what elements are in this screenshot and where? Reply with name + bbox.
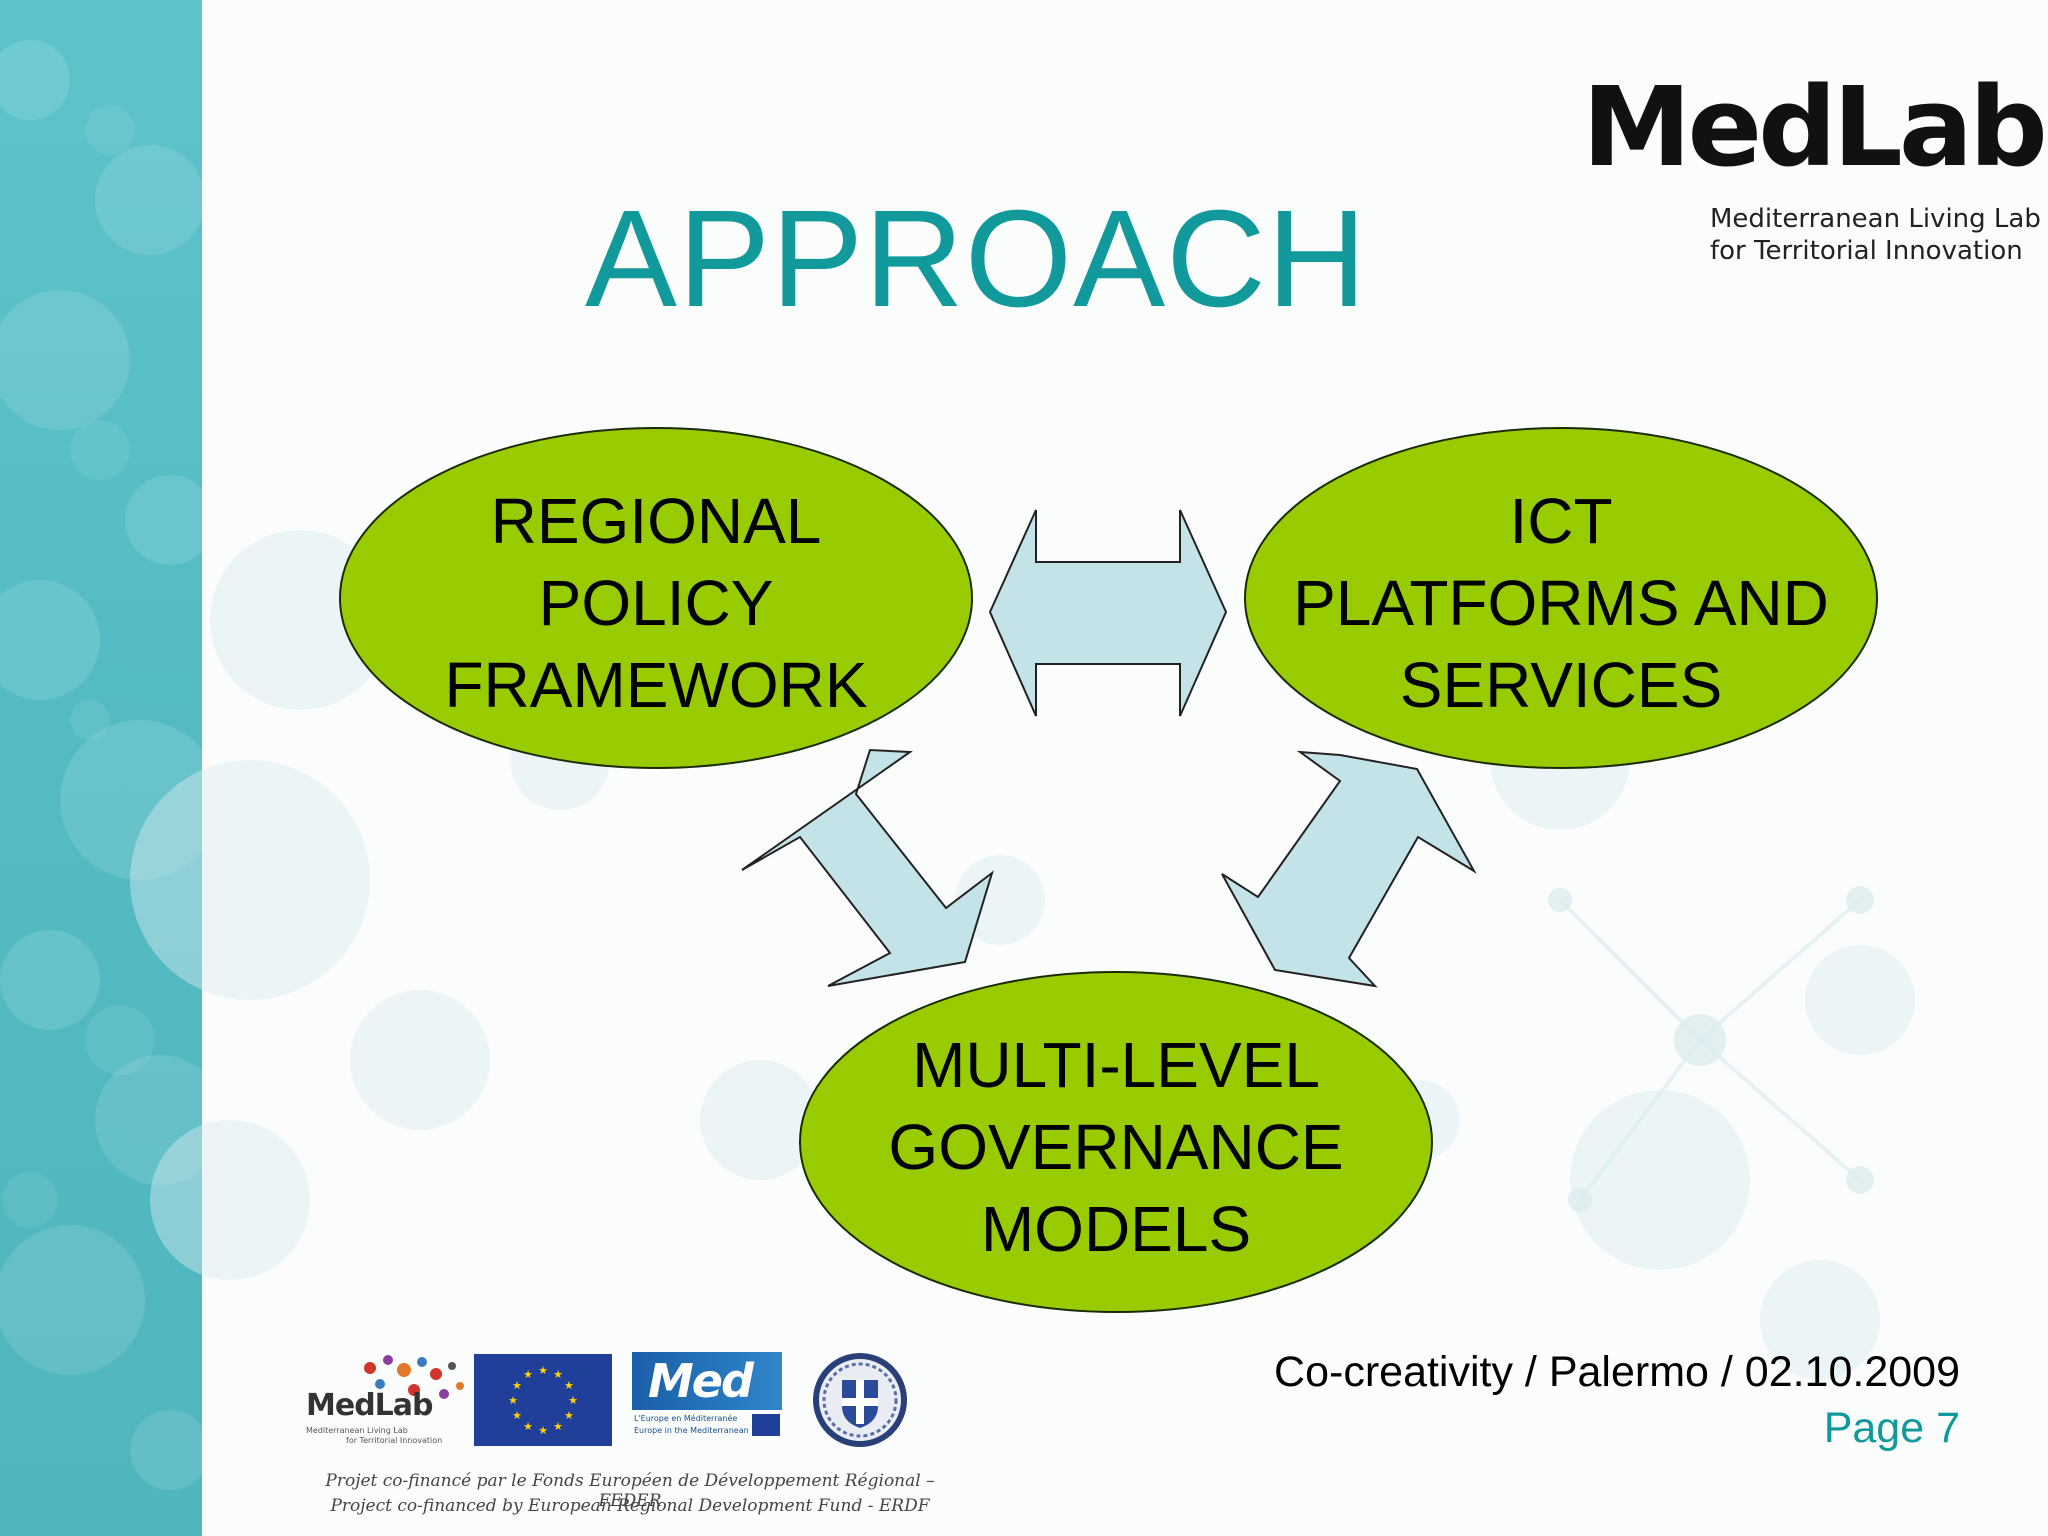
footer-page-number: Page 7 (1823, 1404, 1960, 1452)
node-governance-line1: MULTI-LEVEL (912, 1029, 1320, 1101)
side-strip (0, 0, 202, 1536)
side-strip-bokeh (0, 40, 202, 1490)
medlab-logo-subtitle-line1: Mediterranean Living Lab (1710, 204, 2041, 234)
greek-emblem-logo (810, 1350, 910, 1450)
greek-emblem-icon (813, 1353, 907, 1447)
double-arrow-regional-ict (988, 509, 1228, 717)
footer-medlab-sub2: for Territorial Innovation (346, 1436, 443, 1445)
double-arrow-ict-governance (1221, 750, 1477, 988)
node-regional-line2: POLICY (538, 567, 774, 639)
node-multi-level-governance-models (799, 971, 1433, 1313)
eu-flag-logo: ★★★★★★★★★★★★ (474, 1354, 612, 1446)
med-logo-text: Med (648, 1354, 754, 1408)
footer-medlab-dots-icon (364, 1355, 464, 1399)
slide-title: APPROACH (585, 182, 1368, 336)
node-governance-label: MULTI-LEVEL GOVERNANCE MODELS (816, 1024, 1416, 1270)
node-regional-line3: FRAMEWORK (444, 649, 868, 721)
eu-star-icon: ★ (564, 1380, 574, 1392)
cofinance-french: Projet co-financé par le Fonds Européen … (325, 1471, 935, 1511)
med-logo-sub1: L'Europe en Méditerranée (634, 1414, 738, 1423)
eu-star-icon: ★ (512, 1380, 522, 1392)
node-governance-line2: GOVERNANCE (888, 1111, 1344, 1183)
double-arrow-regional-governance (741, 748, 994, 987)
medlab-logo-subtitle: Mediterranean Living Lab for Territorial… (1710, 203, 2041, 267)
med-logo-eu-flag (752, 1414, 780, 1436)
node-ict-line3: SERVICES (1399, 649, 1723, 721)
med-logo-banner (632, 1352, 782, 1410)
eu-star-icon: ★ (512, 1410, 522, 1422)
node-regional-label: REGIONAL POLICY FRAMEWORK (356, 480, 956, 726)
eu-star-icon: ★ (564, 1410, 574, 1422)
eu-star-icon: ★ (538, 1425, 548, 1437)
eu-star-icon: ★ (523, 1369, 533, 1381)
node-regional-line1: REGIONAL (490, 485, 822, 557)
footer-event-date: Co-creativity / Palermo / 02.10.2009 (1274, 1348, 1960, 1396)
cofinance-english: Project co-financed by European Regional… (330, 1496, 930, 1516)
footer-medlab-sub1: Mediterranean Living Lab (306, 1426, 408, 1435)
eu-star-icon: ★ (538, 1365, 548, 1377)
eu-star-icon: ★ (553, 1421, 563, 1433)
eu-star-icon: ★ (508, 1395, 518, 1407)
node-ict-label: ICT PLATFORMS AND SERVICES (1261, 480, 1861, 726)
medlab-logo: MedLab (1582, 63, 2048, 191)
footer-medlab-name: MedLab (306, 1388, 434, 1423)
node-regional-policy-framework (339, 427, 973, 769)
eu-star-icon: ★ (553, 1369, 563, 1381)
node-ict-line1: ICT (1509, 485, 1613, 557)
med-programme-logo: Med L'Europe en Méditerranée Europe in t… (630, 1350, 790, 1450)
footer-medlab-logo: MedLab Mediterranean Living Lab for Terr… (300, 1350, 470, 1450)
node-ict-line2: PLATFORMS AND (1293, 567, 1829, 639)
med-logo-sub2: Europe in the Mediterranean (634, 1426, 749, 1435)
medlab-logo-subtitle-line2: for Territorial Innovation (1710, 236, 2023, 266)
node-governance-line3: MODELS (980, 1193, 1252, 1265)
eu-star-icon: ★ (523, 1421, 533, 1433)
node-ict-platforms-services (1244, 427, 1878, 769)
eu-stars-icon: ★★★★★★★★★★★★ (508, 1365, 578, 1437)
eu-star-icon: ★ (568, 1395, 578, 1407)
